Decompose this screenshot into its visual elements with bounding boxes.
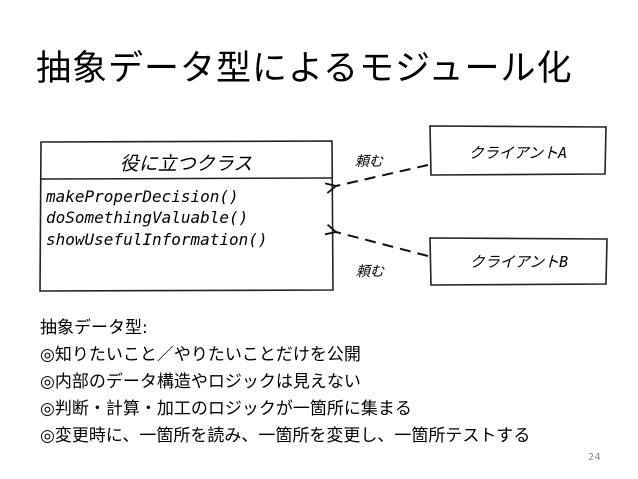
client-b-outline xyxy=(429,237,608,286)
body-line-bullet: ◎知りたいこと／やりたいことだけを公開 xyxy=(40,345,361,365)
client-a-outline xyxy=(429,125,607,176)
body-line-bullet: ◎判断・計算・加工のロジックが一箇所に集まる xyxy=(40,399,412,419)
class-box-divider xyxy=(40,177,333,180)
arrow-client-a-to-class xyxy=(336,164,429,186)
relation-label-a: 頼む xyxy=(355,154,384,170)
useful-class-box: 役に立つクラス makeProperDecision() doSomething… xyxy=(39,140,334,292)
body-text: 抽象データ型: ◎知りたいこと／やりたいことだけを公開 ◎内部のデータ構造やロジ… xyxy=(40,315,530,450)
client-b-box: クライアントB xyxy=(429,237,608,286)
class-box-outline xyxy=(39,140,334,292)
method-make-proper-decision: makeProperDecision() xyxy=(45,187,239,206)
method-show-useful-information: showUsefulInformation() xyxy=(46,230,268,249)
page-number: 24 xyxy=(588,452,601,463)
method-do-something-valuable: doSomethingValuable() xyxy=(46,208,248,227)
client-a-box: クライアントA xyxy=(429,125,607,176)
client-a-name: クライアントA xyxy=(469,144,567,162)
client-b-name: クライアントB xyxy=(470,253,568,271)
arrow-client-b-to-class xyxy=(336,232,429,257)
body-line-bullet: ◎変更時に、一箇所を読み、一箇所を変更し、一箇所テストする xyxy=(40,426,531,446)
class-name: 役に立つクラス xyxy=(120,153,253,175)
body-line-heading: 抽象データ型: xyxy=(40,318,148,338)
body-line-bullet: ◎内部のデータ構造やロジックは見えない xyxy=(40,372,361,392)
relation-label-b: 頼む xyxy=(356,264,385,280)
slide-title: 抽象データ型によるモジュール化 xyxy=(36,49,573,89)
